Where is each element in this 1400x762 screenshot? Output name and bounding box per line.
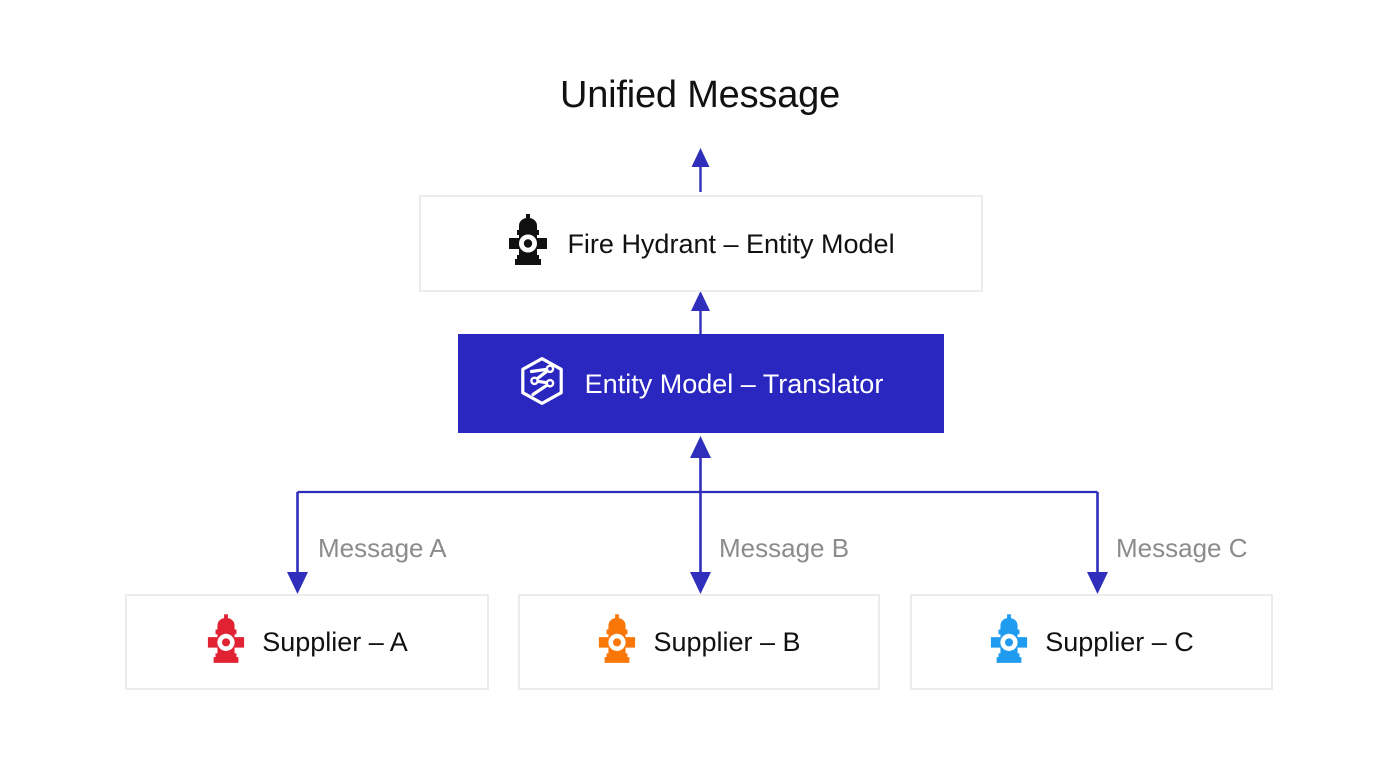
entity-model-label: Fire Hydrant – Entity Model	[567, 228, 895, 259]
translator-to-supplier-b-arrow	[690, 436, 711, 594]
message-label-c: Message C	[1116, 533, 1248, 563]
page-title: Unified Message	[559, 74, 841, 116]
translator-to-entity-model-arrow	[691, 291, 710, 334]
entity-model-box[interactable]: Fire Hydrant – Entity Model	[419, 195, 983, 292]
supplier-box-b[interactable]: Supplier – B	[518, 594, 880, 690]
bus-to-supplier-c-arrow	[1087, 492, 1108, 594]
message-label-a: Message A	[318, 533, 447, 563]
fire-hydrant-icon	[597, 613, 637, 671]
fire-hydrant-icon	[507, 214, 549, 273]
unified-message-arrow	[691, 148, 710, 192]
supplier-box-c[interactable]: Supplier – C	[910, 594, 1273, 690]
translator-box[interactable]: Entity Model – Translator	[458, 334, 944, 433]
fire-hydrant-icon	[989, 613, 1029, 671]
hexagon-node-icon	[519, 356, 565, 411]
bus-to-supplier-a-arrow	[287, 492, 308, 594]
supplier-label: Supplier – A	[262, 627, 408, 657]
supplier-label: Supplier – C	[1045, 627, 1194, 657]
supplier-label: Supplier – B	[653, 627, 801, 657]
translator-label: Entity Model – Translator	[584, 368, 884, 399]
supplier-box-a[interactable]: Supplier – A	[125, 594, 489, 690]
message-label-b: Message B	[719, 533, 850, 563]
fire-hydrant-icon	[206, 613, 246, 671]
